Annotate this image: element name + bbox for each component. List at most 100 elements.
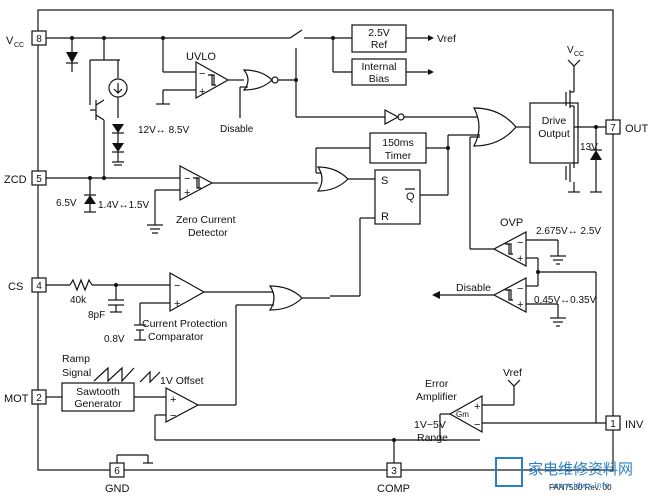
- svg-text:1: 1: [610, 419, 616, 430]
- svg-text:Output: Output: [538, 128, 570, 140]
- cs-resistor-label: 40k: [70, 295, 87, 306]
- svg-text:OVP: OVP: [500, 217, 523, 229]
- svg-text:www.jdwx.info: www.jdwx.info: [552, 481, 610, 490]
- svg-text:COMP: COMP: [377, 483, 410, 495]
- svg-text:CC: CC: [14, 42, 24, 49]
- zcd-or-gate: [316, 166, 375, 192]
- pin-out: 7 OUT: [605, 119, 649, 135]
- svg-text:Vref: Vref: [437, 33, 456, 45]
- svg-text:Error: Error: [425, 378, 449, 390]
- svg-text:S: S: [381, 175, 388, 187]
- pin-comp: 3 COMP: [377, 462, 410, 495]
- svg-text:ZCD: ZCD: [4, 174, 27, 186]
- svg-text:Gm: Gm: [456, 410, 469, 419]
- zcd-clamp-label: 6.5V: [56, 198, 77, 209]
- zcd-threshold-label: 1.4V↔1.5V: [98, 200, 149, 211]
- pin-cs: 4 CS: [8, 277, 47, 293]
- svg-text:−: −: [517, 283, 523, 295]
- cs-ref-label: 0.8V: [104, 334, 125, 345]
- zero-current-detector: − + Zero Current Detector: [176, 165, 318, 239]
- revision-label: FAN7530 Rev. 00: [549, 483, 612, 492]
- chip-outline: [37, 9, 614, 471]
- svg-text:GND: GND: [105, 483, 130, 495]
- uvlo-threshold-label: 12V↔ 8.5V: [138, 125, 189, 136]
- svg-text:MOT: MOT: [4, 393, 29, 405]
- svg-text:6: 6: [114, 466, 120, 477]
- zcd-input-wire: 6.5V 1.4V↔1.5V: [46, 176, 180, 234]
- svg-text:+: +: [474, 401, 480, 413]
- svg-text:8: 8: [36, 34, 42, 45]
- svg-text:Detector: Detector: [188, 227, 228, 239]
- offset-label: 1V Offset: [160, 375, 204, 387]
- svg-text:Vref: Vref: [503, 367, 522, 379]
- svg-text:Zero Current: Zero Current: [176, 214, 236, 226]
- disable-comparator: − + 0.45V↔0.35V Disable: [432, 270, 597, 423]
- svg-text:Sawtooth: Sawtooth: [76, 386, 120, 398]
- svg-text:UVLO: UVLO: [186, 51, 216, 63]
- pin-mot: 2 MOT: [4, 389, 47, 405]
- svg-text:+: +: [170, 394, 176, 406]
- ovp-comparator: OVP − + 2.675V↔ 2.5V: [469, 136, 601, 272]
- svg-text:+: +: [184, 187, 190, 199]
- svg-text:+: +: [517, 299, 523, 311]
- inverter: [296, 108, 480, 126]
- svg-text:+: +: [517, 253, 523, 265]
- svg-text:Signal: Signal: [62, 367, 91, 379]
- clamp-13v-label: 13V: [580, 142, 598, 153]
- svg-text:5: 5: [36, 174, 42, 185]
- ramp-signal: Ramp Signal 1V Offset: [62, 353, 204, 387]
- svg-text:+: +: [199, 86, 205, 98]
- svg-text:V: V: [567, 45, 574, 56]
- svg-text:−: −: [199, 68, 205, 80]
- error-amplifier: Error Amplifier + − Gm Vref 1V~5V Range: [414, 367, 606, 444]
- svg-text:Ref: Ref: [371, 39, 387, 51]
- output-or-gate: [473, 107, 530, 147]
- svg-text:CC: CC: [574, 51, 584, 58]
- svg-text:1V~5V: 1V~5V: [414, 419, 446, 431]
- svg-text:Drive: Drive: [542, 115, 567, 127]
- pin-vcc: 8 V CC: [6, 30, 47, 49]
- svg-text:2.5V: 2.5V: [368, 27, 390, 39]
- svg-text:2: 2: [36, 393, 42, 404]
- svg-text:−: −: [474, 419, 480, 431]
- svg-text:150ms: 150ms: [382, 137, 414, 149]
- cs-cap-label: 8pF: [88, 310, 105, 321]
- svg-text:−: −: [184, 173, 190, 185]
- svg-text:Bias: Bias: [369, 73, 389, 85]
- svg-text:Ramp: Ramp: [62, 353, 90, 365]
- uvlo-comparator: UVLO − + 12V↔ 8.5V: [138, 38, 244, 136]
- svg-text:OUT: OUT: [625, 123, 649, 135]
- svg-text:+: +: [174, 298, 180, 310]
- svg-text:Amplifier: Amplifier: [416, 391, 457, 403]
- timer-block: 150ms Timer: [315, 132, 480, 195]
- disable-threshold-label: 0.45V↔0.35V: [534, 295, 597, 306]
- sr-latch: S R Q: [359, 169, 448, 296]
- svg-text:4: 4: [36, 281, 42, 292]
- svg-text:−: −: [174, 280, 180, 292]
- pin-inv: 1 INV: [605, 415, 644, 431]
- vcc-zener: [66, 38, 78, 72]
- svg-text:CS: CS: [8, 281, 23, 293]
- svg-text:家电维修资料网: 家电维修资料网: [528, 460, 633, 478]
- internal-bias-block: Internal Bias: [332, 38, 434, 86]
- svg-text:7: 7: [610, 123, 616, 134]
- watermark-logo: 家电维修资料网 www.jdwx.info: [495, 457, 633, 490]
- vref-block: 2.5V Ref Vref: [333, 24, 456, 53]
- uvlo-nor-gate: Disable: [220, 48, 298, 135]
- svg-text:Generator: Generator: [74, 398, 122, 410]
- svg-text:Q: Q: [406, 191, 415, 203]
- svg-text:Comparator: Comparator: [148, 331, 204, 343]
- vcc-rail: [46, 29, 335, 40]
- svg-text:R: R: [381, 211, 389, 223]
- svg-text:−: −: [517, 237, 523, 249]
- gnd-connection: [116, 454, 153, 464]
- disable2-label: Disable: [456, 282, 491, 294]
- disable-label: Disable: [220, 124, 254, 135]
- svg-text:Current Protection: Current Protection: [142, 318, 227, 330]
- cs-or-gate: [235, 285, 360, 405]
- zcd-current-source: [89, 38, 128, 180]
- current-protection-comparator: − + Current Protection Comparator: [142, 271, 274, 343]
- drive-output-block: Drive Output V CC 13V: [529, 45, 606, 193]
